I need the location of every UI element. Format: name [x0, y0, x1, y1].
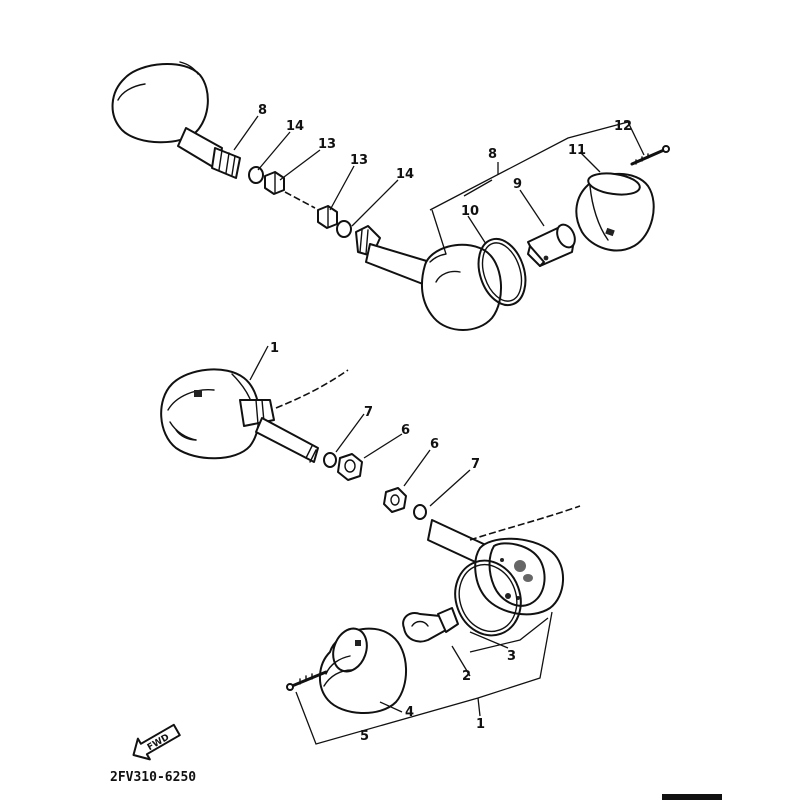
low-bulb	[402, 607, 459, 643]
mid-housing	[160, 368, 319, 463]
top-lens-cap	[575, 172, 655, 252]
callout-low-lens-4: 4	[405, 705, 414, 720]
callout-low-gasket-3: 3	[507, 649, 516, 664]
top-bulb-socket	[527, 223, 576, 267]
fwd-arrow: FWD	[132, 723, 181, 761]
part-code: 2FV310-6250	[110, 770, 196, 785]
top-wire-left	[284, 191, 316, 209]
mid-nut-6-right	[383, 487, 407, 513]
top-leader-lines	[233, 115, 645, 255]
top-left-housing	[111, 61, 241, 179]
mid-washer-7-left	[323, 452, 337, 468]
lower-turn-signal-assembly: 2 3 4 5 1	[286, 505, 581, 745]
top-nut-13-right	[317, 205, 338, 229]
callout-lens-11: 11	[568, 143, 586, 158]
mid-wire	[275, 369, 349, 409]
low-gasket	[454, 559, 522, 637]
callout-mid-washer-7-left: 7	[364, 405, 373, 420]
callout-bracket-8: 8	[488, 147, 497, 162]
callout-mid-assembly-1: 1	[270, 341, 279, 356]
callout-low-lens-assy-5: 5	[360, 729, 369, 744]
middle-turn-signal-assembly: 1 7 6 6 7	[160, 341, 480, 520]
low-screw	[286, 670, 328, 691]
callout-mid-nut-6-left: 6	[401, 423, 410, 438]
callout-mid-nut-6-right: 6	[430, 437, 439, 452]
top-right-housing	[355, 225, 502, 331]
callout-washer-14-right: 14	[396, 167, 414, 182]
callout-low-bulb-2: 2	[462, 669, 471, 684]
callout-nut-13-left: 13	[318, 137, 336, 152]
callout-nut-13-right: 13	[350, 153, 368, 168]
top-nut-13-left	[264, 171, 285, 195]
callout-socket-9: 9	[513, 177, 522, 192]
callout-screw-12: 12	[614, 119, 632, 134]
top-washer-14-right	[336, 220, 352, 238]
low-housing	[427, 505, 581, 616]
callout-low-assembly-1: 1	[476, 717, 485, 732]
low-lens	[319, 627, 408, 714]
bottom-edge-bar	[662, 794, 722, 800]
callout-housing-8: 8	[258, 103, 267, 118]
mid-washer-7-right	[413, 504, 427, 520]
top-gasket	[477, 237, 527, 307]
callout-gasket-10: 10	[461, 204, 479, 219]
mid-nut-6-left	[337, 453, 363, 481]
callout-mid-washer-7-right: 7	[471, 457, 480, 472]
top-screw	[630, 145, 670, 166]
top-washer-14-left	[248, 166, 264, 184]
top-turn-signal-assembly: 8 14 13 13 14 8 9 10 11 12	[111, 61, 670, 331]
callout-washer-14-left: 14	[286, 119, 304, 134]
